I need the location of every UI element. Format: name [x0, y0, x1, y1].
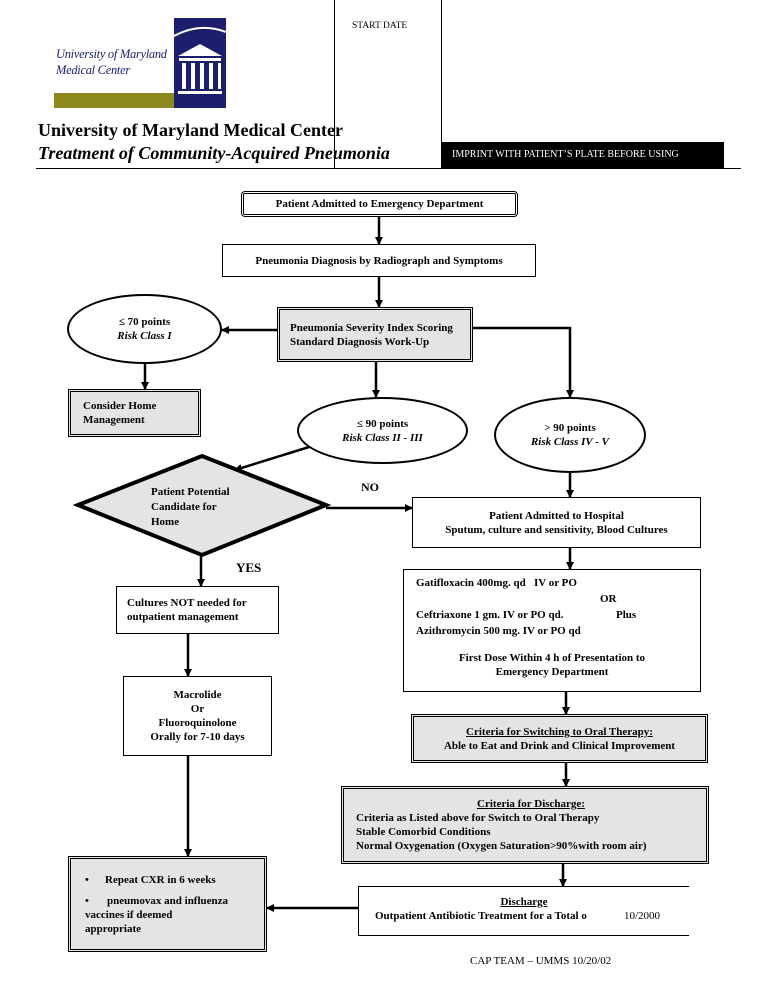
candidate-diamond [72, 453, 332, 558]
olive-bar [54, 93, 174, 108]
logo-text-line2: Medical Center [56, 63, 130, 77]
diagnosis-box: Pneumonia Diagnosis by Radiograph and Sy… [222, 244, 536, 277]
imprint-bar: IMPRINT WITH PATIENT’S PLATE BEFORE USIN… [442, 142, 724, 168]
discharge-body: Outpatient Antibiotic Treatment for a To… [375, 910, 587, 922]
discharge-date: 10/2000 [624, 910, 661, 922]
oral-therapy-box: Criteria for Switching to Oral Therapy: … [411, 714, 708, 763]
followup-item: • pneumovax and influenza [85, 894, 229, 907]
no-label: NO [361, 480, 379, 494]
header-rule [36, 168, 741, 169]
start-date-label: START DATE [352, 21, 408, 31]
regimen-line1: Gatifloxacin 400mg. qd IV or PO [416, 577, 577, 589]
risk-class-1-ellipse: ≤ 70 points Risk Class I [67, 294, 222, 364]
arrow-class23-to-candidate [234, 441, 323, 472]
footer-team: CAP TEAM – UMMS 10/20/02 [470, 955, 612, 967]
regimen-line3: Azithromycin 500 mg. IV or PO qd [416, 625, 581, 637]
regimen-line2: Ceftriaxone 1 gm. IV or PO qd. [416, 609, 564, 621]
page-title: University of Maryland Medical Center [38, 120, 343, 140]
psi-box: Pneumonia Severity Index Scoring Standar… [277, 307, 473, 362]
regimen-box: Gatifloxacin 400mg. qd IV or PO OR Ceftr… [403, 569, 701, 692]
bullet-icon: • [85, 873, 89, 886]
logo: University of Maryland Medical Center [54, 18, 226, 108]
regimen-plus: Plus [616, 609, 637, 621]
admitted-hospital-box: Patient Admitted to Hospital Sputum, cul… [412, 497, 701, 548]
start-date-box: START DATE [334, 0, 442, 168]
building-icon [174, 18, 226, 108]
regimen-or: OR [600, 593, 617, 605]
arrow-psi-to-class45 [473, 326, 574, 398]
admitted-ed-box: Patient Admitted to Emergency Department [241, 191, 518, 217]
cultures-box: Cultures NOT needed for outpatient manag… [116, 586, 279, 634]
risk-class-2-3-ellipse: ≤ 90 points Risk Class II - III [297, 397, 468, 464]
discharge-criteria-box: Criteria for Discharge: Criteria as List… [341, 786, 709, 864]
logo-text-line1: University of Maryland [56, 47, 167, 61]
followup-item: • Repeat CXR in 6 weeks [85, 873, 216, 886]
discharge-title: Discharge [500, 896, 548, 908]
macrolide-box: Macrolide Or Fluoroquinolone Orally for … [123, 676, 272, 756]
first-dose-text: First Dose Within 4 h of Presentation to… [458, 652, 646, 678]
candidate-label: Patient Potential Candidate for Home [151, 486, 230, 528]
discharge-box: Discharge Outpatient Antibiotic Treatmen… [358, 886, 689, 936]
imprint-label: IMPRINT WITH PATIENT’S PLATE BEFORE USIN… [452, 149, 679, 160]
yes-label: YES [236, 560, 262, 575]
page-subtitle: Treatment of Community-Acquired Pneumoni… [38, 143, 390, 163]
home-management-box: Consider Home Management [68, 389, 201, 437]
risk-class-4-5-ellipse: > 90 points Risk Class IV - V [494, 397, 646, 473]
bullet-icon: • [85, 894, 89, 907]
followup-box: • Repeat CXR in 6 weeks • pneumovax and … [68, 856, 267, 952]
